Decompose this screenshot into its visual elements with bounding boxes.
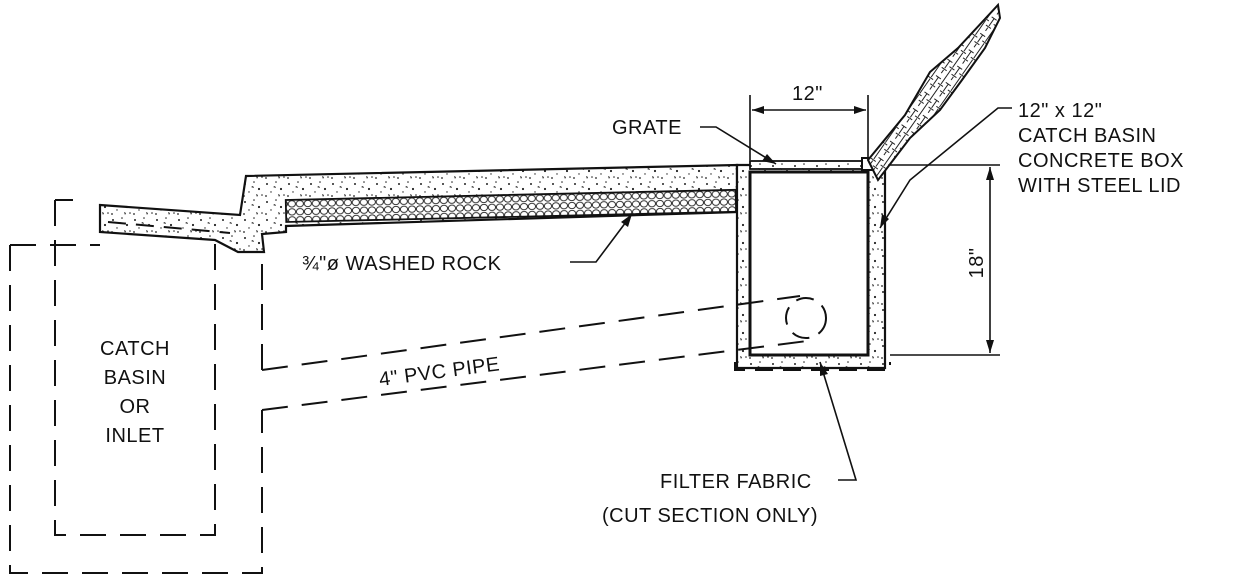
width-dim-label: 12" — [792, 83, 823, 105]
box-leader — [879, 107, 1012, 229]
sloped-ground — [866, 2, 1002, 182]
box-label-line2: CATCH BASIN — [1018, 125, 1156, 147]
fabric-label-line1: FILTER FABRIC — [660, 471, 812, 493]
inlet-label-line2: BASIN — [104, 367, 167, 389]
washed-rock-layer — [284, 188, 738, 223]
inlet-label-line1: CATCH — [100, 338, 170, 360]
inlet-label-line3: OR — [120, 396, 151, 418]
width-dimension — [749, 95, 869, 160]
inlet-catch-basin — [9, 199, 263, 574]
concrete-box — [735, 163, 887, 370]
rock-leader — [570, 213, 633, 263]
pipe-label: 4" PVC PIPE — [378, 353, 501, 391]
filter-fabric-outline — [734, 362, 891, 371]
fabric-label-line2: (CUT SECTION ONLY) — [602, 505, 818, 527]
box-label-line3: CONCRETE BOX — [1018, 150, 1184, 172]
depth-dim-label: 18" — [966, 248, 988, 279]
fabric-leader — [819, 361, 858, 481]
box-label-line1: 12" x 12" — [1018, 100, 1102, 122]
inlet-label-line4: INLET — [105, 425, 164, 447]
depth-dimension — [890, 164, 1000, 356]
grate-label: GRATE — [612, 117, 682, 139]
rock-label: ¾"ø WASHED ROCK — [302, 253, 502, 275]
grate-leader — [700, 126, 777, 165]
pvc-pipe — [261, 295, 827, 411]
box-label-line4: WITH STEEL LID — [1018, 175, 1181, 197]
